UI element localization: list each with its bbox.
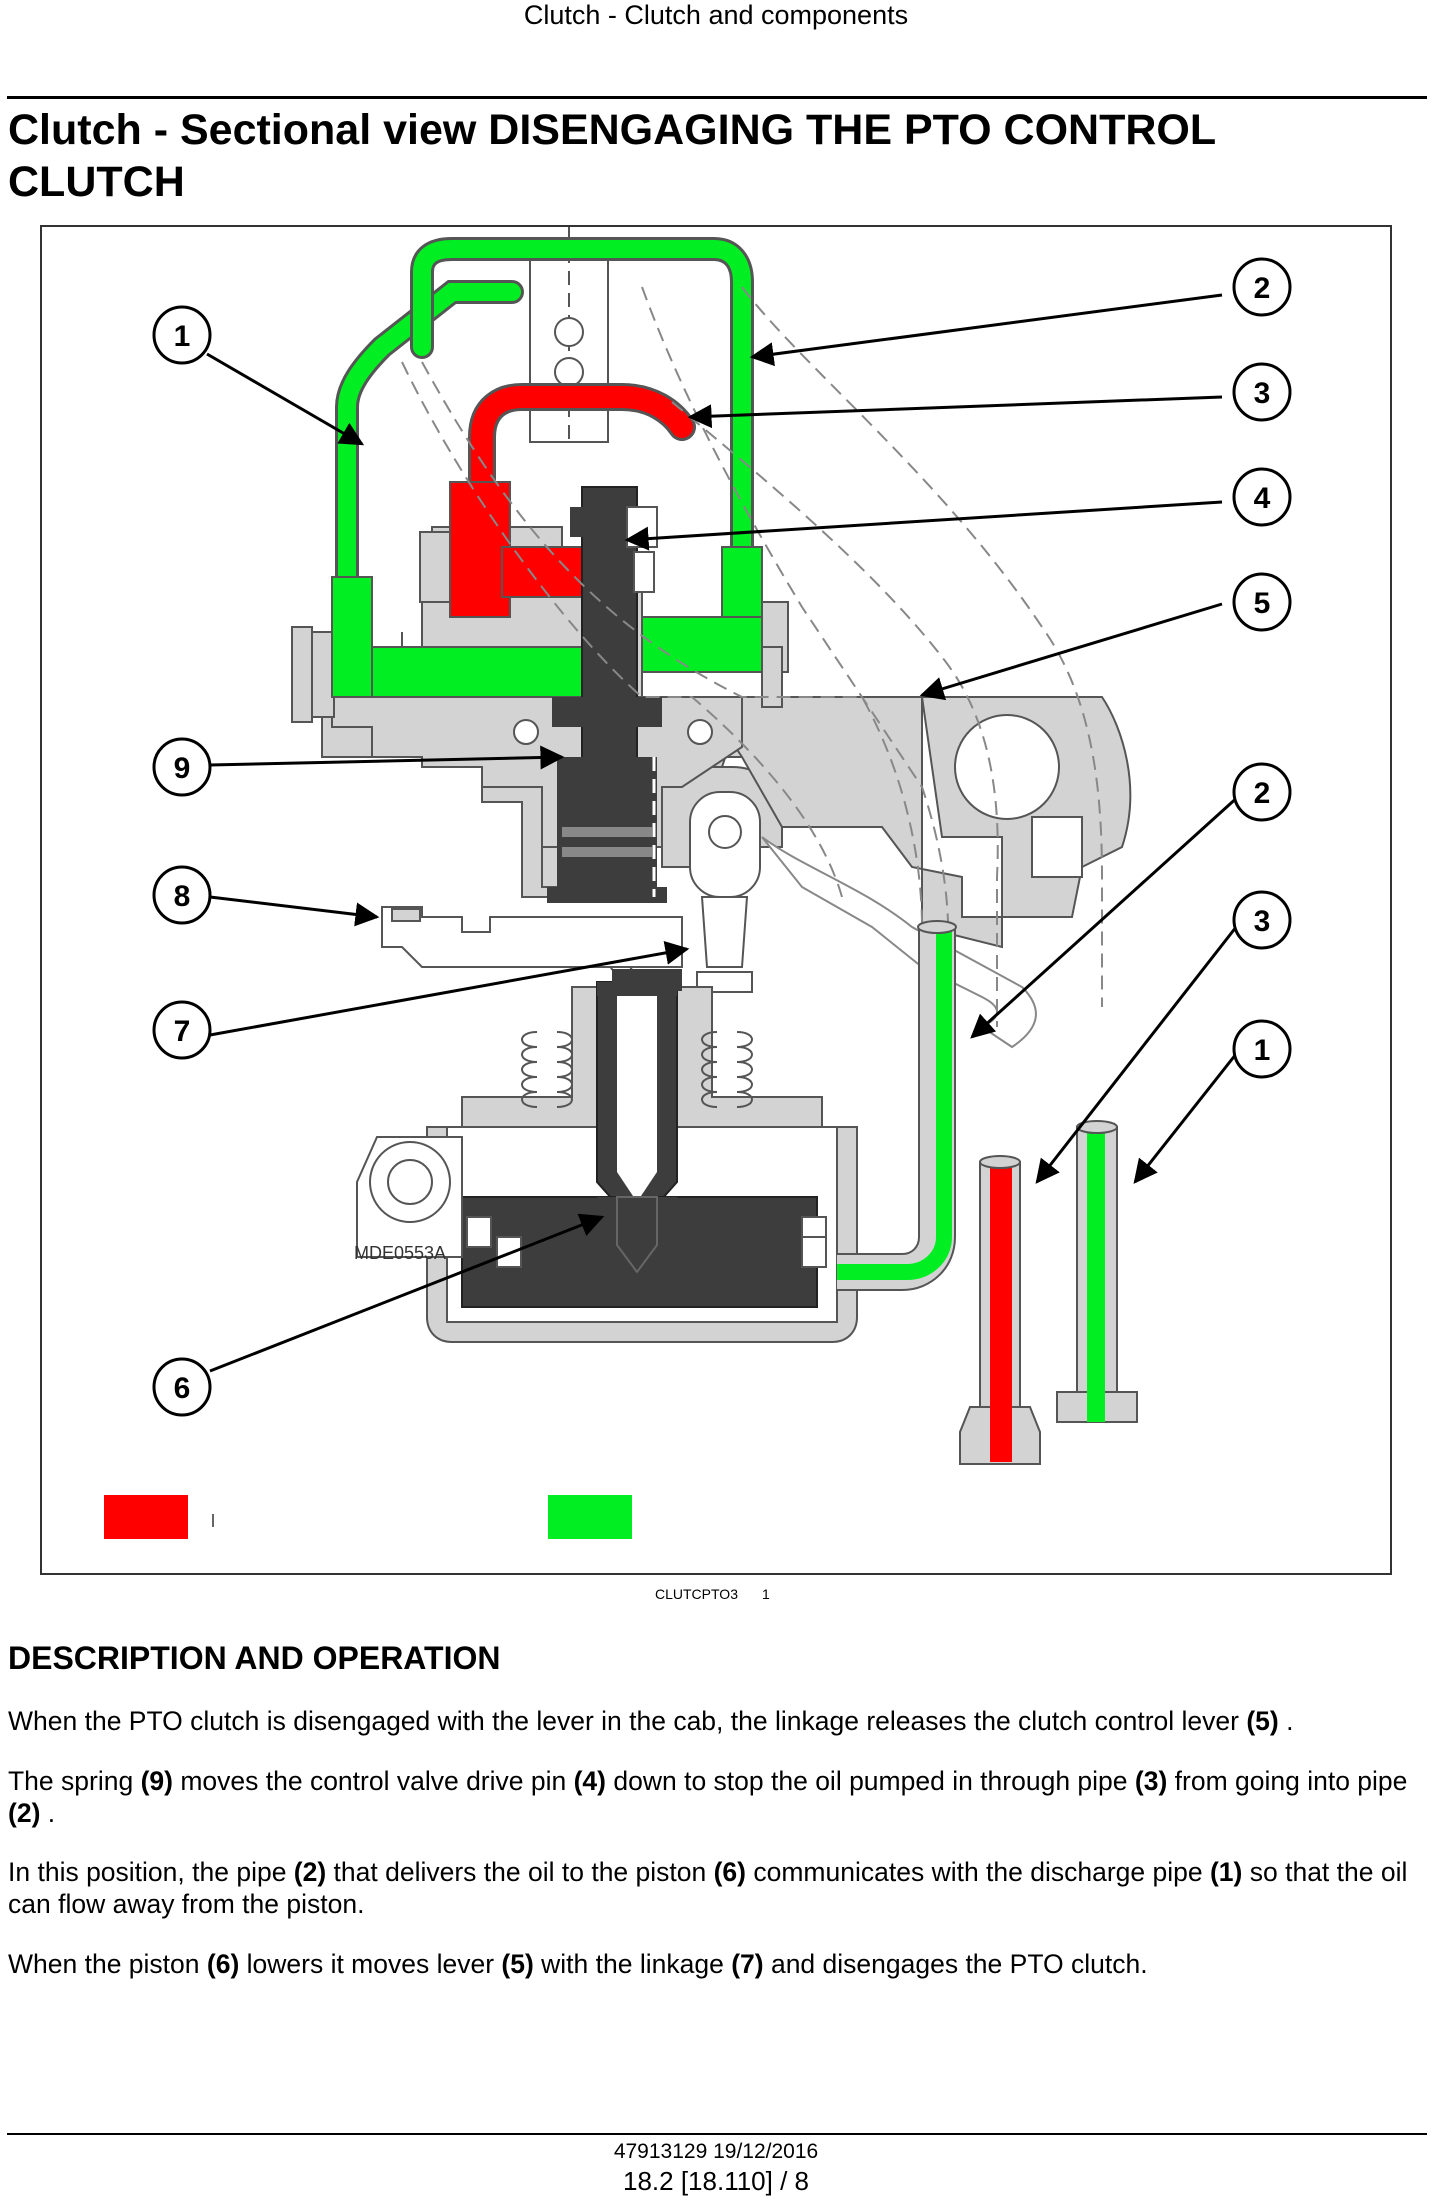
p1-ref-5: (5) <box>1246 1706 1279 1736</box>
p3-text-d: so that the oil can flow away from the p… <box>8 1857 1408 1919</box>
footer-rule <box>7 2133 1427 2135</box>
p2-text-a: The spring <box>8 1766 141 1796</box>
callout-6-label: 6 <box>174 1372 191 1405</box>
callout-2-bottom: 2 <box>1232 762 1292 822</box>
linkage-7 <box>604 791 761 993</box>
paragraph-3: In this position, the pipe (2) that deli… <box>8 1856 1426 1920</box>
footer-doc-id: 47913129 19/12/2016 <box>613 2140 819 2163</box>
callout-7: 7 <box>152 1000 212 1060</box>
paragraph-2: The spring (9) moves the control valve d… <box>8 1765 1426 1829</box>
callout-3-top-label: 3 <box>1254 377 1271 410</box>
p1-text-a: When the PTO clutch is disengaged with t… <box>8 1706 1247 1736</box>
p4-text-c: with the linkage <box>533 1949 732 1979</box>
p2-ref-3: (3) <box>1134 1766 1168 1796</box>
callout-2-top: 2 <box>1232 257 1292 317</box>
callout-circles: 1 2 3 4 5 9 2 8 3 7 1 6 <box>152 257 1292 1417</box>
callout-1-top: 1 <box>152 305 212 365</box>
running-header: Clutch - Clutch and components <box>523 0 909 30</box>
control-lever-5 <box>700 696 1132 949</box>
callout-4-label: 4 <box>1254 482 1271 515</box>
drive-pin-and-spring <box>547 486 667 903</box>
p4-text-d: and disengages the PTO clutch. <box>763 1949 1148 1979</box>
legend-swatch-discharge <box>548 1495 632 1539</box>
drawing-code: MDE0553A <box>354 1243 446 1263</box>
p4-ref-7: (7) <box>731 1949 764 1979</box>
pipe-fittings <box>291 531 789 723</box>
p3-text-c: communicates with the discharge pipe <box>746 1857 1210 1887</box>
p2-ref-2: (2) <box>8 1798 41 1828</box>
hidden-pipe-routing <box>401 286 1103 1027</box>
callout-1-bottom: 1 <box>1232 1019 1292 1079</box>
p4-text-b: lowers it moves lever <box>239 1949 502 1979</box>
figure-caption: CLUTCPTO3 1 <box>655 1586 770 1602</box>
page-title: Clutch - Sectional view DISENGAGING THE … <box>8 106 1216 206</box>
p2-text-e: . <box>40 1798 56 1828</box>
clutch-cylinder <box>426 969 858 1343</box>
lever-8 <box>381 906 683 968</box>
sectional-diagram: MDE0553A <box>104 227 1292 1539</box>
figure-number: 1 <box>761 1586 770 1602</box>
pressure-pipe-2-lower <box>837 920 957 1291</box>
header-rule <box>7 96 1427 99</box>
legend-swatch-pressure <box>104 1495 188 1539</box>
callout-4: 4 <box>1232 467 1292 527</box>
discharge-pipe-1 <box>331 280 613 698</box>
p3-text-b: that delivers the oil to the piston <box>326 1857 714 1887</box>
callout-5-label: 5 <box>1254 587 1271 620</box>
p2-ref-4: (4) <box>573 1766 606 1796</box>
callout-2-bottom-label: 2 <box>1254 777 1271 810</box>
p2-text-d: from going into pipe <box>1167 1766 1408 1796</box>
p3-text-a: In this position, the pipe <box>8 1857 294 1887</box>
callout-1-bottom-label: 1 <box>1254 1034 1271 1067</box>
pressure-pipe-2 <box>410 237 763 673</box>
p4-ref-5: (5) <box>501 1949 534 1979</box>
p3-ref-6: (6) <box>713 1857 746 1887</box>
callout-3-top: 3 <box>1232 362 1292 422</box>
callout-2-top-label: 2 <box>1254 272 1271 305</box>
paragraph-4: When the piston (6) lowers it moves leve… <box>8 1948 1426 1980</box>
p3-ref-2: (2) <box>293 1857 327 1887</box>
p1-text-b: . <box>1278 1706 1294 1736</box>
callout-9-label: 9 <box>174 752 191 785</box>
p4-text-a: When the piston <box>8 1949 207 1979</box>
p4-ref-6: (6) <box>206 1949 240 1979</box>
support-bracket <box>356 1136 463 1258</box>
figure-sectional-view: MDE0553A <box>40 225 1392 1575</box>
callout-3-bottom-label: 3 <box>1254 905 1271 938</box>
p2-ref-9: (9) <box>140 1766 173 1796</box>
pipe-1-lower <box>1056 1120 1138 1423</box>
p2-text-b: moves the control valve drive pin <box>172 1766 574 1796</box>
p2-text-c: down to stop the oil pumped in through p… <box>606 1766 1135 1796</box>
paragraph-1: When the PTO clutch is disengaged with t… <box>8 1705 1426 1737</box>
callout-1-top-label: 1 <box>174 320 191 353</box>
callout-leaders <box>206 293 1242 1373</box>
p3-ref-1: (1) <box>1209 1857 1243 1887</box>
callout-3-bottom: 3 <box>1232 890 1292 950</box>
caption-code: CLUTCPTO3 <box>655 1586 738 1602</box>
callout-8-label: 8 <box>174 880 191 913</box>
pipe-3-lower <box>959 1155 1041 1465</box>
footer-page-ref: 18.2 [18.110] / 8 <box>623 2166 809 2196</box>
callout-8: 8 <box>152 865 212 925</box>
section-heading: DESCRIPTION AND OPERATION <box>8 1640 501 1676</box>
callout-6: 6 <box>152 1357 212 1417</box>
callout-5: 5 <box>1232 572 1292 632</box>
callout-9: 9 <box>152 737 212 797</box>
callout-7-label: 7 <box>174 1015 191 1048</box>
